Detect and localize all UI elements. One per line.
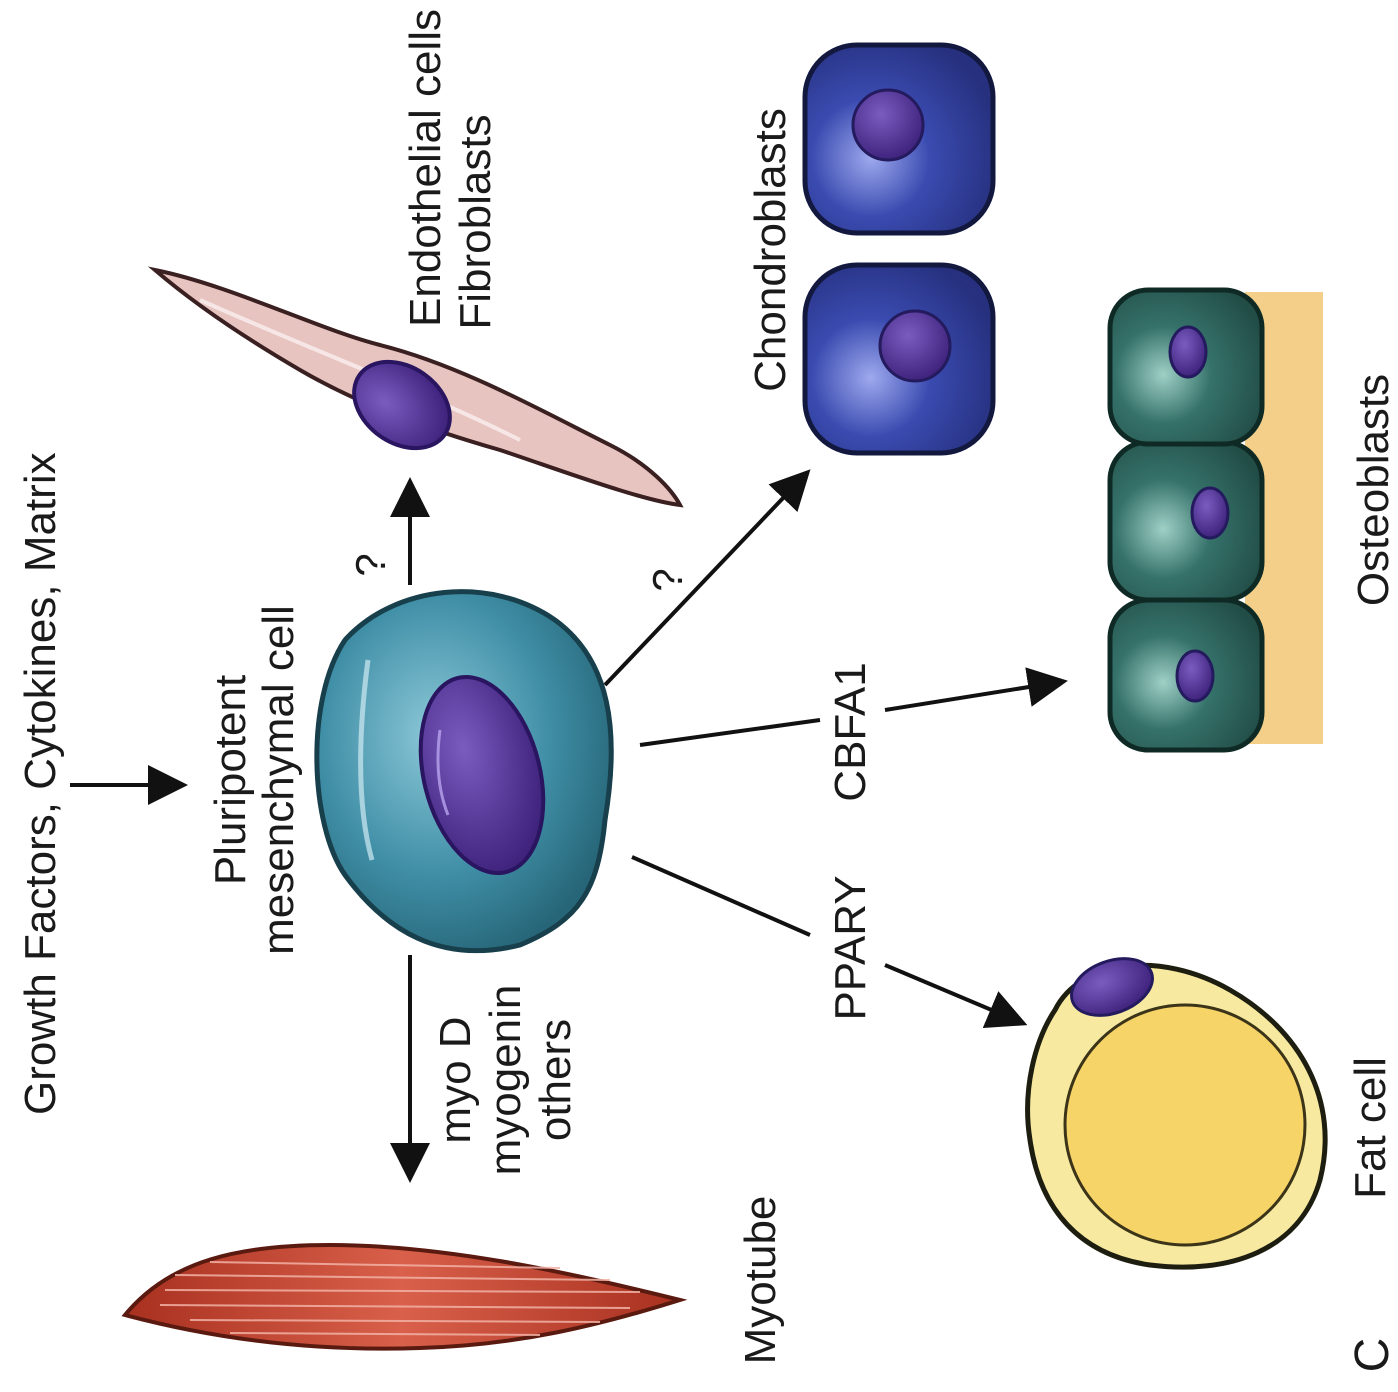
fat-droplet xyxy=(1065,1005,1305,1245)
osteoblast-nucleus xyxy=(1170,327,1206,377)
chondro-question-mark: ? xyxy=(644,568,691,591)
fibroblasts-label: Fibroblasts xyxy=(451,114,500,329)
input-factors-label: Growth Factors, Cytokines, Matrix xyxy=(16,452,65,1115)
arrow-ppar-segment-1 xyxy=(632,857,810,935)
fat-cell-label: Fat cell xyxy=(1346,1057,1395,1199)
osteoblasts-group xyxy=(1110,290,1323,750)
center-cell-label-line2: mesenchymal cell xyxy=(254,605,303,955)
arrow-to-chondroblasts xyxy=(605,475,805,685)
chondroblasts-group xyxy=(805,45,993,453)
fat-cell xyxy=(1028,948,1326,1267)
chondroblast-nucleus xyxy=(880,311,950,381)
chondroblast-nucleus xyxy=(853,90,923,160)
osteoblast-nucleus xyxy=(1177,651,1213,701)
myogenic-factor-label-line2: myogenin xyxy=(481,985,530,1176)
mesenchymal-cell xyxy=(317,592,611,951)
panel-letter: C xyxy=(1346,1338,1398,1373)
osteoblasts-label: Osteoblasts xyxy=(1349,374,1398,606)
myogenic-factor-label-line3: others xyxy=(531,1019,580,1141)
myogenic-factor-label-line1: myo D xyxy=(431,1016,480,1143)
endothelial-label: Endothelial cells xyxy=(401,9,450,327)
arrow-to-osteoblasts xyxy=(885,682,1060,710)
myotube-cell xyxy=(125,1245,680,1349)
chondroblasts-label: Chondroblasts xyxy=(746,108,795,392)
myotube-label: Myotube xyxy=(736,1196,785,1365)
osteoblast-cell xyxy=(1110,442,1262,600)
arrow-to-fat-cell xyxy=(885,965,1020,1022)
center-cell-label-line1: Pluripotent xyxy=(206,675,255,885)
osteoblast-nucleus xyxy=(1192,488,1228,538)
cbfa1-label: CBFA1 xyxy=(826,662,875,801)
ppar-label: PPARY xyxy=(826,875,875,1020)
arrow-cbfa1-segment-1 xyxy=(640,720,820,745)
fibroblast-question-mark: ? xyxy=(347,553,394,576)
